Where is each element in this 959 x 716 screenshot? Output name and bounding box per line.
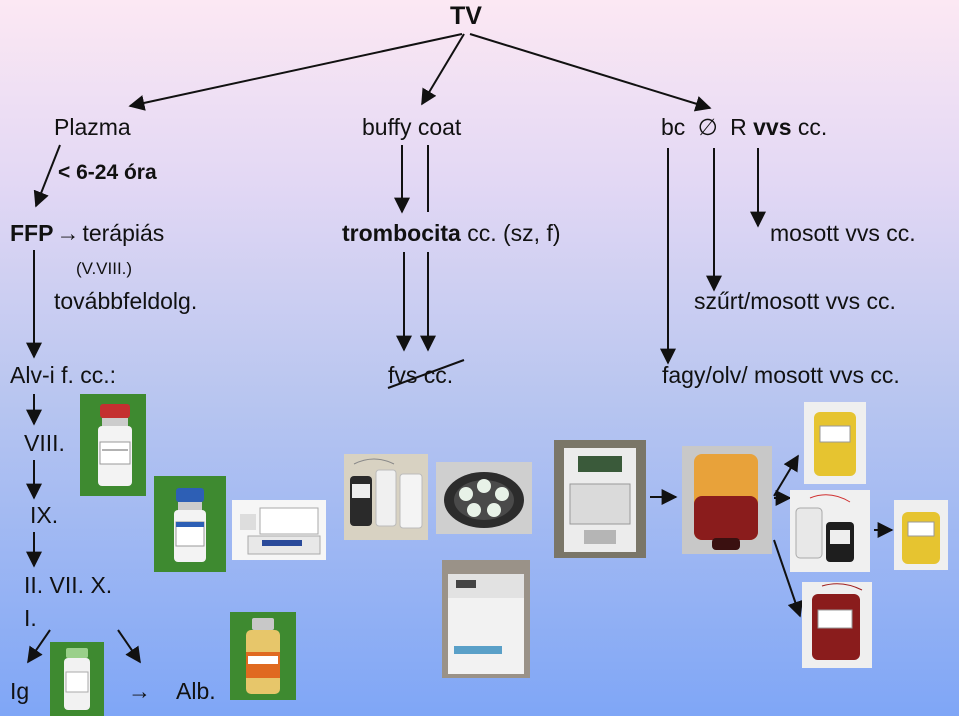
label-plazma: Plazma xyxy=(54,114,131,140)
factor-box-photo xyxy=(232,500,326,560)
label-szurt-mosott: szűrt/mosott vvs cc. xyxy=(694,288,896,314)
mixed-bags-photo xyxy=(790,490,870,572)
arrow-i-to-ig xyxy=(27,629,51,664)
vial-photo-red-cap xyxy=(80,394,146,496)
plasma-bag-photo xyxy=(804,402,866,484)
final-plasma-bag-photo xyxy=(894,500,948,570)
label-alb: Alb. xyxy=(176,678,216,704)
arrow-i-to-alb xyxy=(117,629,141,664)
albumin-bottle-photo xyxy=(230,612,296,700)
label-terapias: terápiás xyxy=(82,220,165,246)
arrow-press-to-rbc-bag xyxy=(773,539,803,618)
label-trombocita-rest: cc. (sz, f) xyxy=(467,220,561,246)
separator-device-photo xyxy=(554,440,646,558)
vial-photo-blue-cap xyxy=(154,476,226,572)
label-trombocita-bold: trombocita xyxy=(342,220,461,246)
arrow-tv-to-plazma xyxy=(128,33,463,111)
label-ffp: FFP xyxy=(10,220,54,246)
label-fagy-olv: fagy/olv/ mosott vvs cc. xyxy=(662,362,900,388)
label-alvi: Alv-i f. cc.: xyxy=(10,362,117,388)
label-tovabbfeldolg: továbbfeldolg. xyxy=(54,288,198,314)
label-mosott-vvs: mosott vvs cc. xyxy=(770,220,916,246)
label-ix: IX. xyxy=(30,502,59,528)
diagram-title: TV xyxy=(450,2,482,30)
centrifuge-rotor-photo xyxy=(436,462,532,534)
label-trombocita: trombocita cc. (sz, f) xyxy=(342,222,561,245)
label-bc-r-vvs: bc ∅ R vvs cc. xyxy=(661,116,827,139)
label-buffy-coat: buffy coat xyxy=(362,114,462,140)
arrow-plazma-to-ffp xyxy=(33,144,61,208)
arrow-tv-to-bc xyxy=(469,33,712,112)
empty-set-icon: ∅ xyxy=(697,114,718,140)
label-time-note: < 6-24 óra xyxy=(58,161,157,184)
label-alb-arrow: → xyxy=(128,678,151,704)
right-arrow-icon: → xyxy=(56,220,80,246)
arrow-tv-to-buffy xyxy=(421,33,465,106)
label-r: R xyxy=(730,114,747,140)
label-ig: Ig xyxy=(10,678,30,704)
label-factor: (V.VIII.) xyxy=(76,259,133,278)
strikethrough-fvs xyxy=(387,359,465,389)
label-vvs: vvs xyxy=(753,114,792,140)
arrow-press-to-plasma-bag xyxy=(773,454,799,497)
ig-vial-photo xyxy=(50,642,104,716)
bag-press-photo xyxy=(682,446,772,554)
label-bc: bc xyxy=(661,114,686,140)
red-cell-bag-photo xyxy=(802,582,872,668)
label-ffp-row: FFP→terápiás xyxy=(10,222,164,245)
label-viii: VIII. xyxy=(24,430,65,456)
label-i: I. xyxy=(24,605,37,631)
label-cc: cc. xyxy=(797,114,828,140)
centrifuge-machine-photo xyxy=(442,560,530,678)
label-ii-vii-x: II. VII. X. xyxy=(24,572,113,598)
blood-bags-photo xyxy=(344,454,428,540)
